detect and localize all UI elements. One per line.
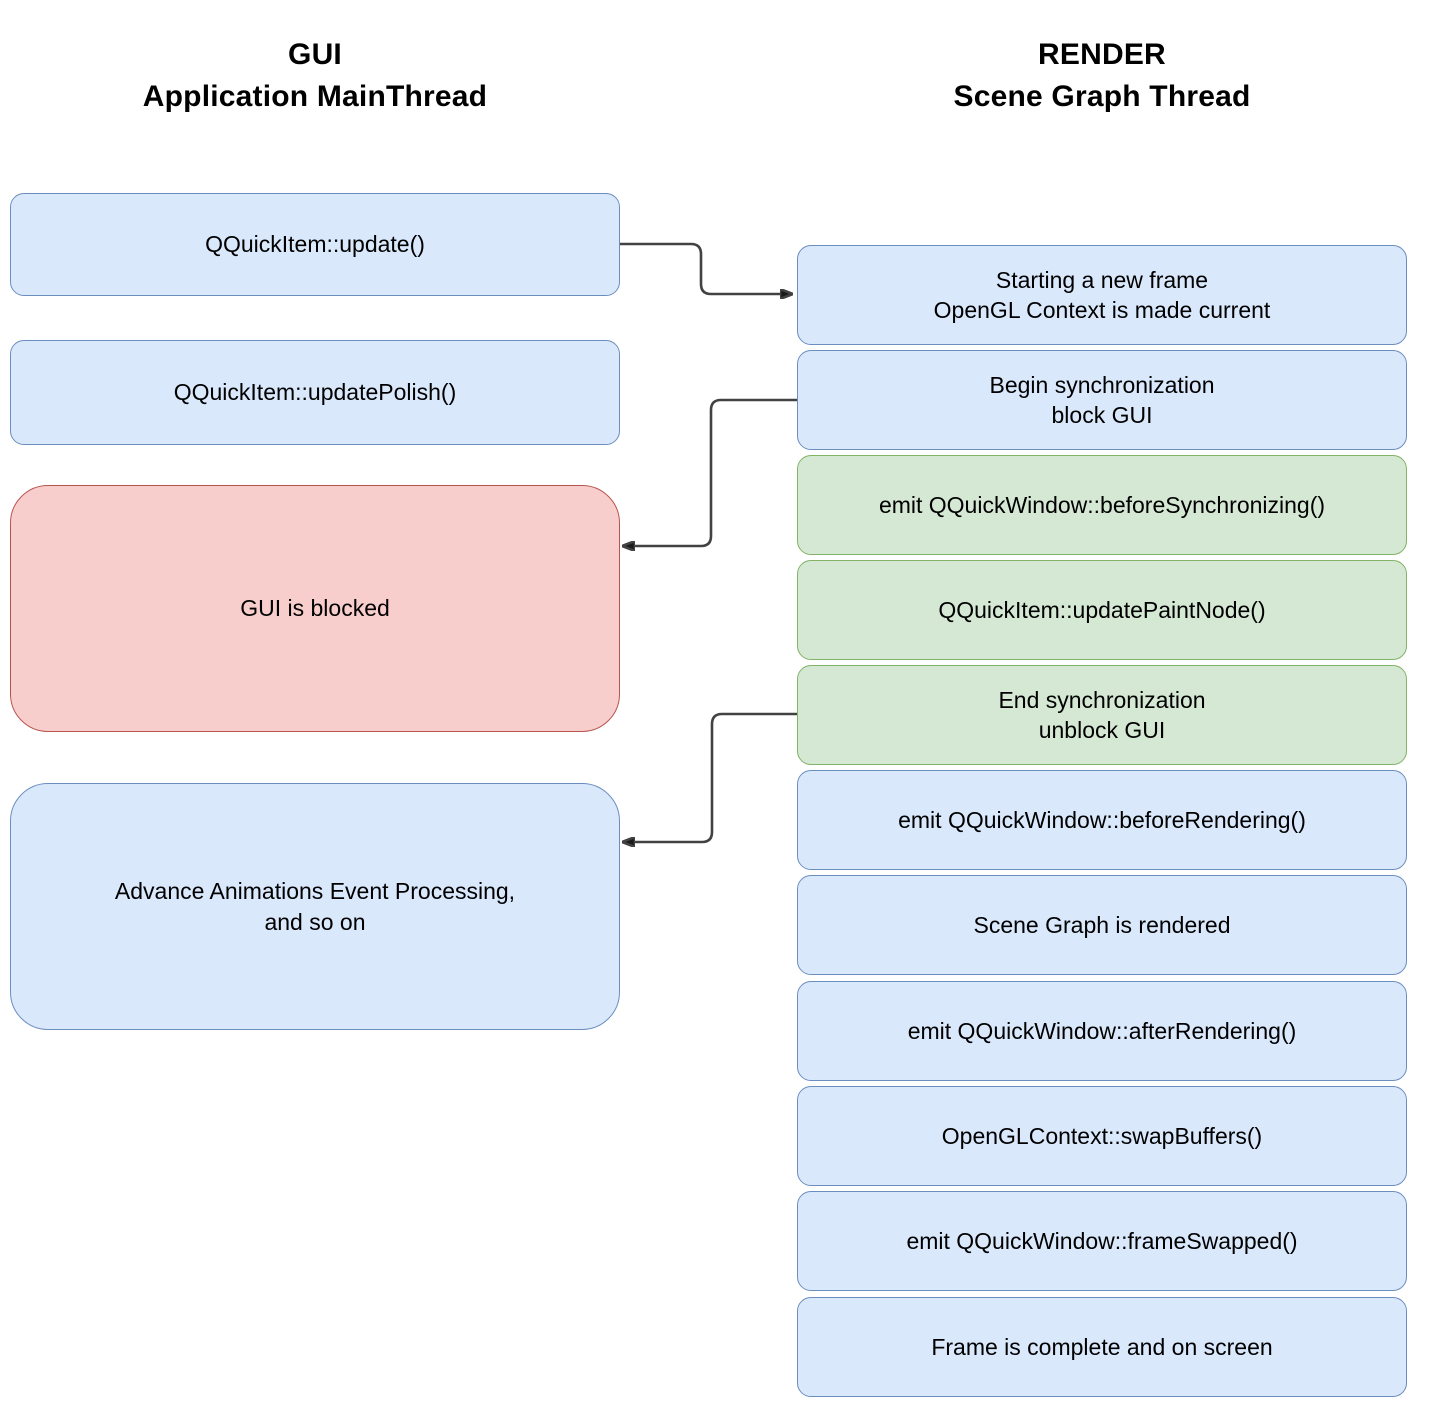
node-swap-buffers: OpenGLContext::swapBuffers() bbox=[797, 1086, 1407, 1186]
arrow-update-to-start-frame bbox=[620, 242, 780, 294]
render-column-header: RENDER Scene Graph Thread bbox=[953, 38, 1251, 113]
node-frame-complete: Frame is complete and on screen bbox=[797, 1297, 1407, 1397]
node-qquickitem-updatepolish: QQuickItem::updatePolish() bbox=[10, 340, 620, 445]
node-update-paint-node: QQuickItem::updatePaintNode() bbox=[797, 560, 1407, 660]
node-end-synchronization: End synchronization unblock GUI bbox=[797, 665, 1407, 765]
node-before-synchronizing: emit QQuickWindow::beforeSynchronizing() bbox=[797, 455, 1407, 555]
arrow-end-sync-to-advance-animations bbox=[635, 712, 797, 842]
node-starting-new-frame: Starting a new frame OpenGL Context is m… bbox=[797, 245, 1407, 345]
node-after-rendering: emit QQuickWindow::afterRendering() bbox=[797, 981, 1407, 1081]
node-scene-graph-rendered: Scene Graph is rendered bbox=[797, 875, 1407, 975]
node-advance-animations: Advance Animations Event Processing, and… bbox=[10, 783, 620, 1030]
arrow-begin-sync-to-gui-blocked bbox=[635, 398, 797, 546]
node-gui-is-blocked: GUI is blocked bbox=[10, 485, 620, 732]
node-before-rendering: emit QQuickWindow::beforeRendering() bbox=[797, 770, 1407, 870]
node-frame-swapped: emit QQuickWindow::frameSwapped() bbox=[797, 1191, 1407, 1291]
node-begin-synchronization: Begin synchronization block GUI bbox=[797, 350, 1407, 450]
gui-column-header: GUI Application MainThread bbox=[142, 38, 488, 113]
node-qquickitem-update: QQuickItem::update() bbox=[10, 193, 620, 296]
